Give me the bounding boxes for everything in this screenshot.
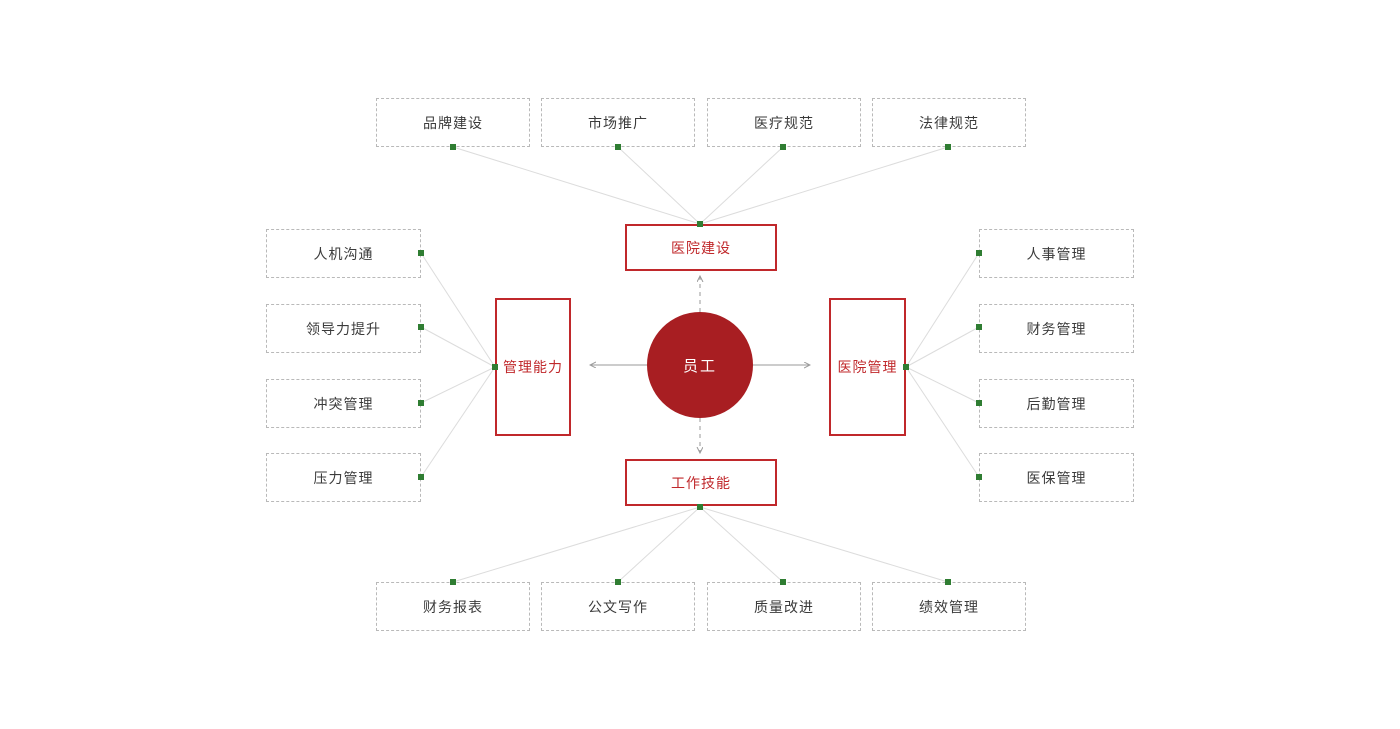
connector-dot-medical-insurance-management bbox=[976, 474, 982, 480]
connector-dot-human-machine-communication bbox=[418, 250, 424, 256]
connector-dot-management-ability bbox=[492, 364, 498, 370]
leaf-box-medical-standards[interactable]: 医疗规范 bbox=[707, 98, 861, 147]
branch-box-hospital-management[interactable]: 医院管理 bbox=[829, 298, 906, 436]
connector-dot-finance-management bbox=[976, 324, 982, 330]
connector-dot-hospital-management bbox=[903, 364, 909, 370]
leaf-box-official-document-writing[interactable]: 公文写作 bbox=[541, 582, 695, 631]
links-top bbox=[452, 146, 949, 225]
leaf-box-leadership-improvement[interactable]: 领导力提升 bbox=[266, 304, 421, 353]
leaf-box-logistics-management[interactable]: 后勤管理 bbox=[979, 379, 1134, 428]
branch-box-management-ability[interactable]: 管理能力 bbox=[495, 298, 571, 436]
branch-box-hospital-construction[interactable]: 医院建设 bbox=[625, 224, 777, 271]
links-right bbox=[905, 252, 980, 478]
leaf-box-quality-improvement[interactable]: 质量改进 bbox=[707, 582, 861, 631]
connector-dot-official-document-writing bbox=[615, 579, 621, 585]
connector-dot-market-promotion bbox=[615, 144, 621, 150]
leaf-box-conflict-management[interactable]: 冲突管理 bbox=[266, 379, 421, 428]
leaf-box-stress-management[interactable]: 压力管理 bbox=[266, 453, 421, 502]
leaf-box-medical-insurance-management[interactable]: 医保管理 bbox=[979, 453, 1134, 502]
connector-dot-stress-management bbox=[418, 474, 424, 480]
connector-dot-hospital-construction bbox=[697, 221, 703, 227]
connector-dot-medical-standards bbox=[780, 144, 786, 150]
leaf-box-finance-management[interactable]: 财务管理 bbox=[979, 304, 1134, 353]
leaf-box-human-machine-communication[interactable]: 人机沟通 bbox=[266, 229, 421, 278]
connector-dot-performance-management bbox=[945, 579, 951, 585]
links-left bbox=[420, 252, 496, 478]
connector-dot-financial-statements bbox=[450, 579, 456, 585]
connector-dot-hr-management bbox=[976, 250, 982, 256]
links-bottom bbox=[452, 506, 949, 583]
connector-dot-quality-improvement bbox=[780, 579, 786, 585]
leaf-box-financial-statements[interactable]: 财务报表 bbox=[376, 582, 530, 631]
branch-box-work-skills[interactable]: 工作技能 bbox=[625, 459, 777, 506]
leaf-box-brand-building[interactable]: 品牌建设 bbox=[376, 98, 530, 147]
connector-dot-legal-standards bbox=[945, 144, 951, 150]
leaf-box-market-promotion[interactable]: 市场推广 bbox=[541, 98, 695, 147]
connector-dot-logistics-management bbox=[976, 400, 982, 406]
leaf-box-hr-management[interactable]: 人事管理 bbox=[979, 229, 1134, 278]
leaf-box-performance-management[interactable]: 绩效管理 bbox=[872, 582, 1026, 631]
connector-dot-work-skills bbox=[697, 504, 703, 510]
connector-dot-brand-building bbox=[450, 144, 456, 150]
connector-dot-leadership-improvement bbox=[418, 324, 424, 330]
leaf-box-legal-standards[interactable]: 法律规范 bbox=[872, 98, 1026, 147]
center-node-employee[interactable]: 员工 bbox=[647, 312, 753, 418]
connector-dot-conflict-management bbox=[418, 400, 424, 406]
